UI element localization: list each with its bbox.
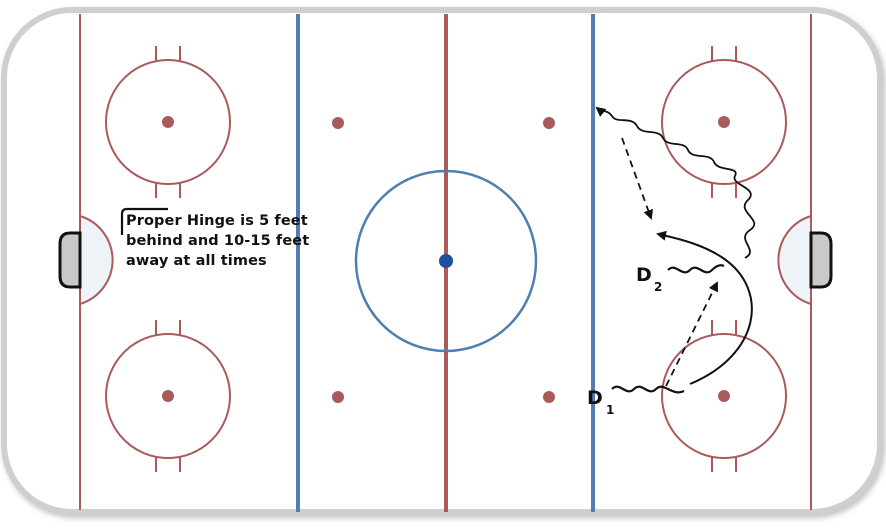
faceoff-circle-top-right — [661, 46, 787, 198]
center-faceoff-circle — [354, 169, 538, 353]
annotation-line-1: Proper Hinge is 5 feet — [126, 213, 308, 229]
annotation-line-2: behind and 10-15 feet — [126, 233, 310, 249]
crease-left — [79, 214, 114, 306]
neutral-dot-top-left — [332, 117, 344, 129]
neutral-dot-bottom-left — [332, 391, 344, 403]
d1-label: D — [587, 387, 603, 409]
wavy-puck-carry-arrow — [595, 106, 756, 259]
annotation-bracket — [120, 207, 168, 235]
net-left — [58, 231, 82, 289]
neutral-dot-bottom-right — [543, 391, 555, 403]
dashed-pass-arrow-top — [621, 137, 653, 220]
faceoff-circle-top-left — [105, 46, 231, 198]
faceoff-circle-bottom-right — [661, 320, 787, 472]
crease-right — [777, 214, 812, 306]
faceoff-circle-bottom-left — [105, 320, 231, 472]
d1-subscript: 1 — [606, 403, 614, 417]
d2-label: D — [636, 264, 652, 286]
hinge-annotation: Proper Hinge is 5 feet behind and 10-15 … — [126, 211, 366, 271]
center-faceoff-dot — [439, 254, 453, 268]
net-right — [809, 231, 833, 289]
neutral-dot-top-right — [543, 117, 555, 129]
annotation-line-3: away at all times — [126, 253, 267, 269]
d2-skater-wave-icon — [667, 264, 725, 274]
d2-subscript: 2 — [654, 280, 662, 294]
solid-skate-arrow — [656, 230, 753, 385]
d1-skater-wave-icon — [611, 385, 685, 394]
